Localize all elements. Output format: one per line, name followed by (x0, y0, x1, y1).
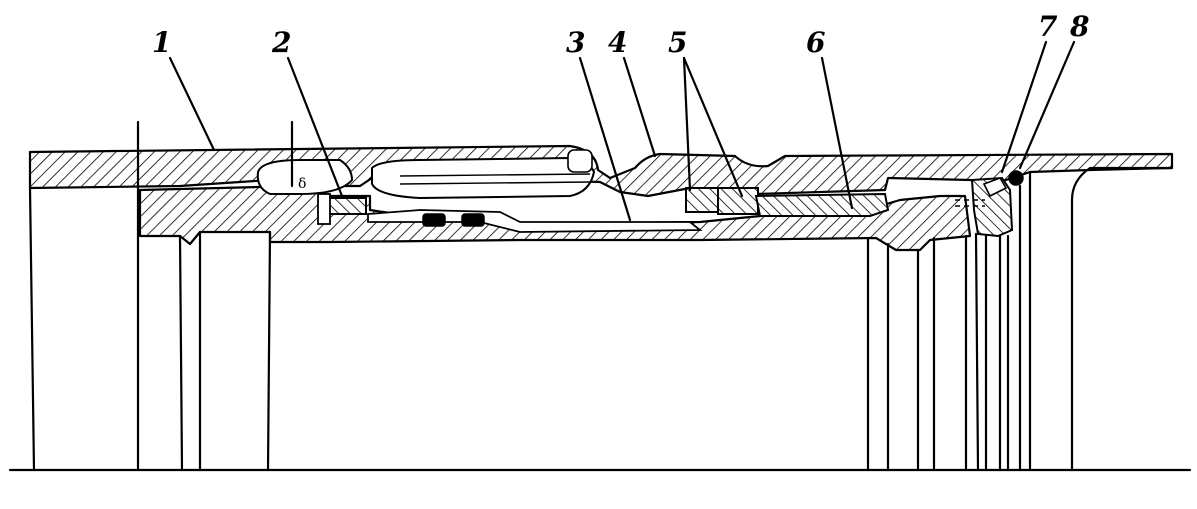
part-2-pin (317, 193, 331, 225)
part-2-insert (327, 197, 367, 215)
slot-right-tip (567, 149, 593, 173)
vertical-walls (28, 120, 1032, 472)
label-8: 8 (1069, 10, 1089, 43)
part-7-insert (982, 177, 1008, 198)
leader-lines (168, 40, 1076, 222)
slot-long-line2 (399, 181, 591, 185)
slot-left (256, 159, 354, 195)
part-7-ring (970, 176, 1014, 238)
part-1-outer-wall (28, 144, 1174, 198)
seal-ring-right (461, 213, 485, 227)
label-2: 2 (271, 26, 291, 59)
part-8-oring (1008, 170, 1024, 186)
seal-ring-left (422, 213, 446, 227)
label-1: 1 (152, 26, 171, 59)
label-7: 7 (1038, 10, 1058, 43)
label-6: 6 (806, 26, 825, 59)
label-5: 5 (668, 26, 687, 59)
delta-mark: δ (298, 176, 306, 192)
label-4: 4 (608, 26, 627, 59)
part-5-block-left (685, 187, 719, 213)
part-5-block-right (717, 187, 759, 215)
label-3: 3 (566, 26, 585, 59)
right-end-profile (1070, 166, 1174, 472)
slot-long (371, 156, 596, 200)
part-6-collar (754, 192, 890, 217)
slot-long-line (399, 173, 591, 177)
